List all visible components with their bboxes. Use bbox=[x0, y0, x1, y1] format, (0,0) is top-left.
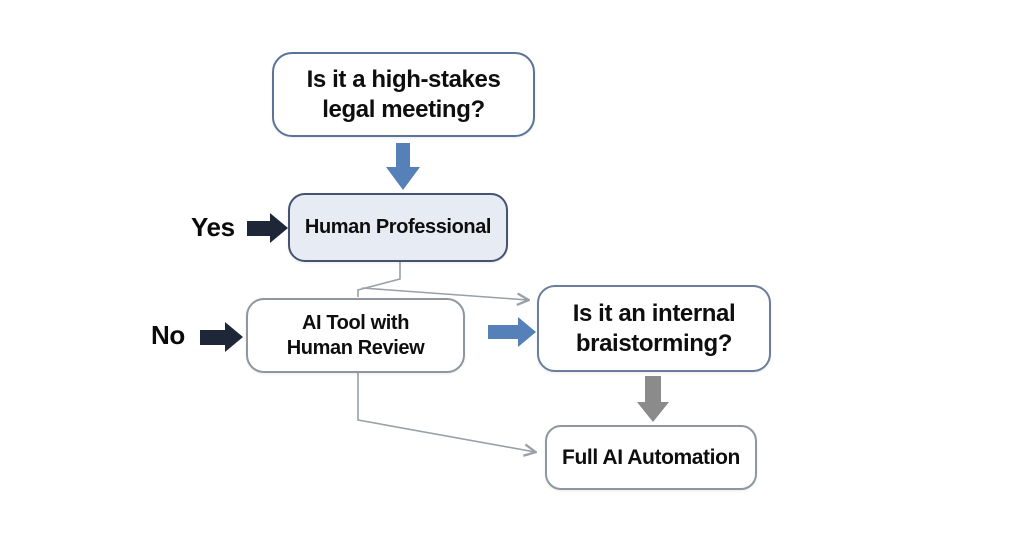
flow-arrow-down-gray-icon bbox=[637, 376, 669, 422]
branch-label-yes: Yes bbox=[191, 212, 235, 242]
node-high-stakes-question-label: Is it a high-stakes legal meeting? bbox=[306, 66, 501, 123]
no-arrow-icon bbox=[200, 322, 243, 352]
connector-human-to-brainstorming bbox=[361, 287, 528, 300]
node-ai-tool-human-review-label: AI Tool with Human Review bbox=[286, 312, 425, 359]
node-high-stakes-question: Is it a high-stakes legal meeting? bbox=[272, 52, 535, 137]
node-full-ai-automation: Full AI Automation bbox=[545, 425, 757, 490]
branch-label-no: No bbox=[151, 320, 185, 350]
flow-arrow-right-blue-icon bbox=[488, 317, 536, 347]
node-ai-tool-human-review: AI Tool with Human Review bbox=[246, 298, 465, 373]
flow-arrow-down-blue-icon bbox=[386, 143, 420, 190]
node-human-professional: Human Professional bbox=[288, 193, 508, 262]
node-full-ai-automation-label: Full AI Automation bbox=[562, 445, 740, 469]
node-human-professional-label: Human Professional bbox=[304, 216, 492, 239]
connector-human-to-ai-tool bbox=[357, 262, 401, 297]
connector-ai-tool-to-full-ai bbox=[357, 373, 535, 452]
yes-arrow-icon bbox=[247, 213, 288, 243]
node-internal-brainstorming-question-label: Is it an internal braistorming? bbox=[572, 300, 736, 357]
node-internal-brainstorming-question: Is it an internal braistorming? bbox=[537, 285, 771, 372]
